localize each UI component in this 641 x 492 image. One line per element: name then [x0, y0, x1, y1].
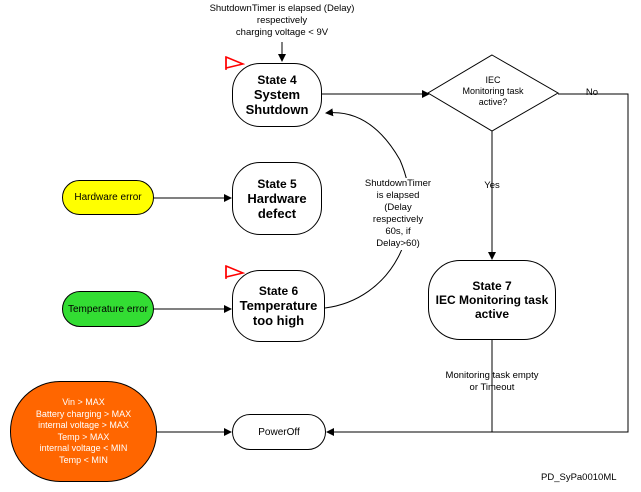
- transition-top-label: ShutdownTimer is elapsed (Delay) respect…: [209, 3, 355, 38]
- poweroff-conditions-node: Vin > MAX Battery charging > MAX interna…: [10, 381, 157, 482]
- hardware-error-node: Hardware error: [62, 180, 154, 215]
- decision-diamond: [427, 54, 560, 132]
- state-7-label: IEC Monitoring task active: [435, 293, 549, 321]
- decision-label: IEC Monitoring task active?: [462, 75, 524, 107]
- no-label: No: [585, 87, 599, 98]
- monitoring-label: Monitoring task empty or Timeout: [445, 370, 539, 393]
- poweroff-node: PowerOff: [232, 414, 326, 450]
- state-5-title: State 5: [257, 176, 297, 191]
- state-6-title: State 6: [258, 284, 299, 298]
- document-id: PD_SyPa0010ML: [541, 472, 617, 483]
- state-5-label: Hardware defect: [247, 190, 307, 221]
- state-4-label: System Shutdown: [245, 87, 309, 117]
- state-4-title: State 4: [257, 73, 297, 87]
- yes-label: Yes: [484, 180, 500, 191]
- state-7: State 7 IEC Monitoring task active: [428, 260, 556, 340]
- transition-middle-label: ShutdownTimer is elapsed (Delay respecti…: [360, 178, 436, 250]
- state-5: State 5 Hardware defect: [232, 162, 322, 235]
- state-7-title: State 7: [472, 279, 512, 293]
- flag-icon: [225, 56, 245, 70]
- flag-icon: [225, 265, 245, 279]
- temperature-error-node: Temperature error: [62, 291, 154, 327]
- arrow-decision-no-to-poweroff: [326, 93, 629, 436]
- state-6: State 6 Temperature too high: [232, 270, 325, 342]
- state-6-label: Temperature too high: [239, 298, 318, 328]
- poweroff-conditions-text: Vin > MAX Battery charging > MAX interna…: [35, 397, 132, 465]
- state-4: State 4 System Shutdown: [232, 63, 322, 127]
